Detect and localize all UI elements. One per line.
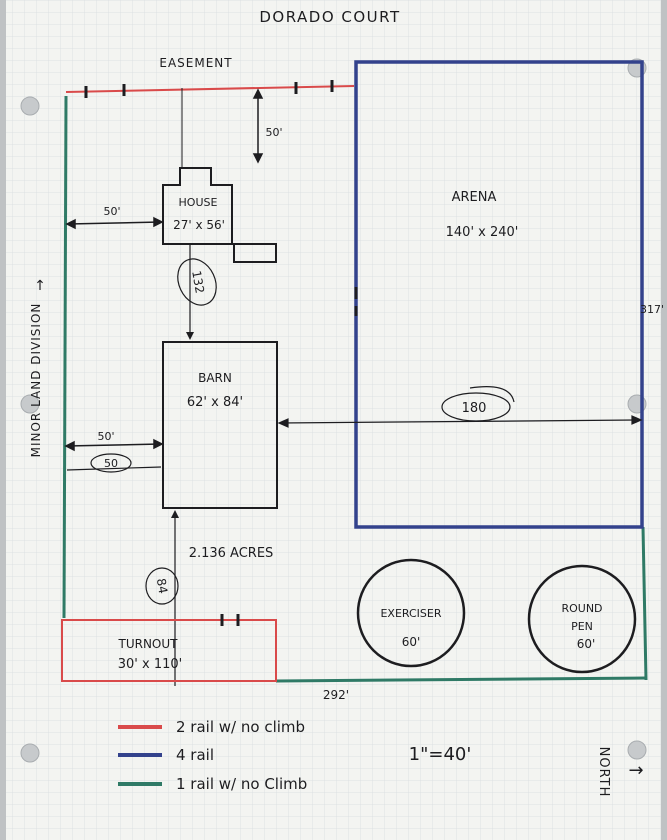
exerciser-name: EXERCISER [380,607,441,620]
house-setback-top-dim: 50' [265,126,282,139]
barn-name: BARN [198,371,232,385]
side-arrow: ↑ [34,278,46,294]
house-outline [162,167,277,263]
barn-setback-left-line2 [66,466,162,471]
fence-two-rail-top [65,85,355,93]
turnout-gate-mark [220,614,240,626]
side-label: MINOR LAND DIVISION [29,303,43,458]
house-setback-left-dim: 50' [103,205,120,218]
barn-turnout-circle [145,567,179,605]
arena-name: ARENA [452,190,497,205]
house-name: HOUSE [179,196,218,209]
round-pen-size: 60' [577,637,596,651]
barn-outline [162,341,278,509]
legend-label-one-rail: 1 rail w/ no Climb [176,775,307,793]
bottom-edge-dim: 292' [323,688,349,702]
barn-turnout-arrowhead [171,510,179,518]
paper-grid [6,0,661,840]
barn-arena-arrow [277,415,643,428]
scale-label: 1"=40' [409,744,472,765]
barn-size: 62' x 84' [187,395,243,410]
house-size: 27' x 56' [173,218,225,232]
gate-marks-top [84,80,334,98]
acres-label: 2.136 ACRES [189,546,274,561]
house-barn-dim: 132 [189,270,207,295]
barn-arena-circle [441,392,511,422]
legend-label-two-rail: 2 rail w/ no climb [176,718,305,736]
barn-setback-left-arrow [64,438,164,452]
round-pen-circle [527,564,637,674]
turnout-name: TURNOUT [118,637,179,651]
exerciser-size: 60' [402,635,421,649]
house-barn-circle [177,258,217,306]
round-pen-name-line1: ROUND [561,602,602,615]
barn-turnout-dim: 84 [154,577,170,594]
turnout-size: 30' x 110' [118,657,182,672]
turnout-outline [61,619,277,682]
barn-setback-left-circled-dim: 50 [104,457,118,470]
north-arrow: → [628,760,643,781]
north-label: NORTH [596,747,611,798]
house-setback-left-arrow [65,216,164,230]
fence-one-rail-bottom [275,676,647,683]
barn-setback-left-dim: 50' [97,430,114,443]
street-title: DORADO COURT [259,8,400,26]
fence-one-rail-left [62,95,68,619]
house-barn-arrowhead [186,332,194,340]
exerciser-circle [356,558,466,668]
arena-size: 140' x 240' [446,225,519,240]
barn-arena-dim: 180 [462,401,487,416]
barn-arena-swoosh [469,386,515,403]
legend-label-four-rail: 4 rail [176,746,214,764]
legend: 2 rail w/ no climb 4 rail 1 rail w/ no C… [118,718,307,793]
right-edge-dim: 317' [640,303,664,316]
fence-one-rail-right [641,526,648,681]
barn-setback-circle [90,453,132,473]
easement-label: EASEMENT [159,56,232,70]
round-pen-name-line2: PEN [571,620,593,633]
house-setback-top-arrow [252,88,264,164]
